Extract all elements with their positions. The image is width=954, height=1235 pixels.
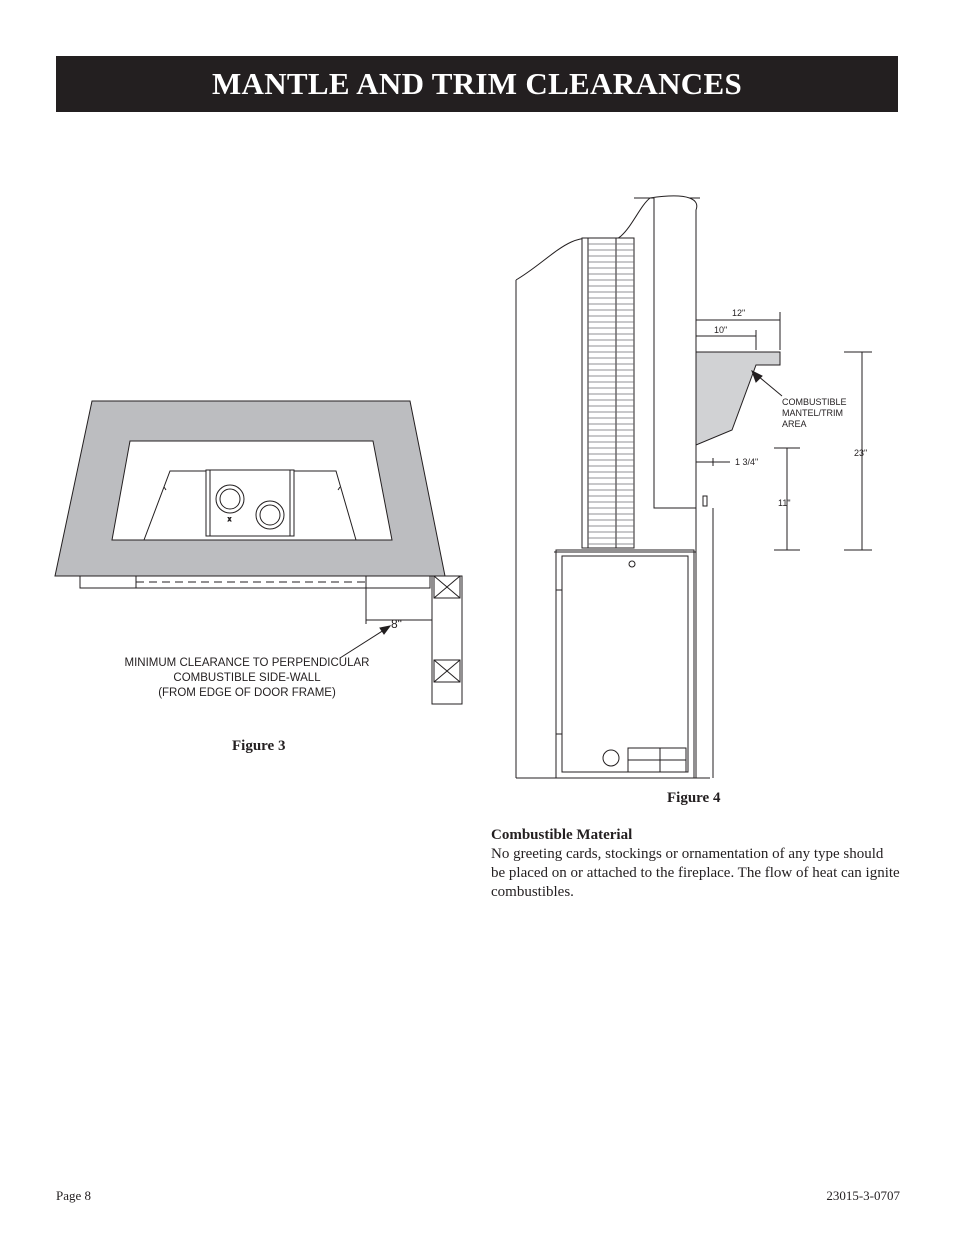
- svg-text:x: x: [228, 517, 231, 523]
- dimension-23-label: 23": [854, 448, 867, 458]
- mantel-area-label-line-2: MANTEL/TRIM: [782, 408, 843, 418]
- figure-3-caption: Figure 3: [232, 738, 286, 754]
- document-number: 23015-3-0707: [826, 1188, 900, 1203]
- combustible-material-body: No greeting cards, stockings or ornament…: [491, 846, 900, 900]
- page-title: MANTLE AND TRIM CLEARANCES: [212, 66, 742, 101]
- figure-4-caption: Figure 4: [667, 790, 721, 806]
- page-number: Page 8: [56, 1188, 92, 1203]
- combustible-material-section: Combustible Material No greeting cards, …: [491, 826, 901, 902]
- figure-4-diagram: 12" 10" 1 3/4" 11" 23" COMBUSTIBLE MANTE…: [515, 195, 872, 779]
- figure-3-note-line-3: (FROM EDGE OF DOOR FRAME): [158, 687, 336, 699]
- figure-3-dimension: 8": [391, 617, 402, 631]
- figure-3-diagram: x 8" MINIMUM CLEARANCE TO PERPENDICULAR …: [54, 400, 463, 705]
- figure-3-note-line-2: COMBUSTIBLE SIDE-WALL: [173, 672, 321, 684]
- title-bar: MANTLE AND TRIM CLEARANCES: [56, 56, 898, 112]
- combustible-material-heading: Combustible Material: [491, 827, 633, 843]
- dimension-12-label: 12": [732, 308, 745, 318]
- dimension-10-label: 10": [714, 325, 727, 335]
- dimension-11-label: 11": [778, 498, 791, 508]
- mantel-area-label-line-1: COMBUSTIBLE: [782, 397, 847, 407]
- figure-3-note-line-1: MINIMUM CLEARANCE TO PERPENDICULAR: [125, 657, 370, 669]
- mantel-area-label-line-3: AREA: [782, 419, 807, 429]
- dimension-1-3-4-label: 1 3/4": [735, 457, 758, 467]
